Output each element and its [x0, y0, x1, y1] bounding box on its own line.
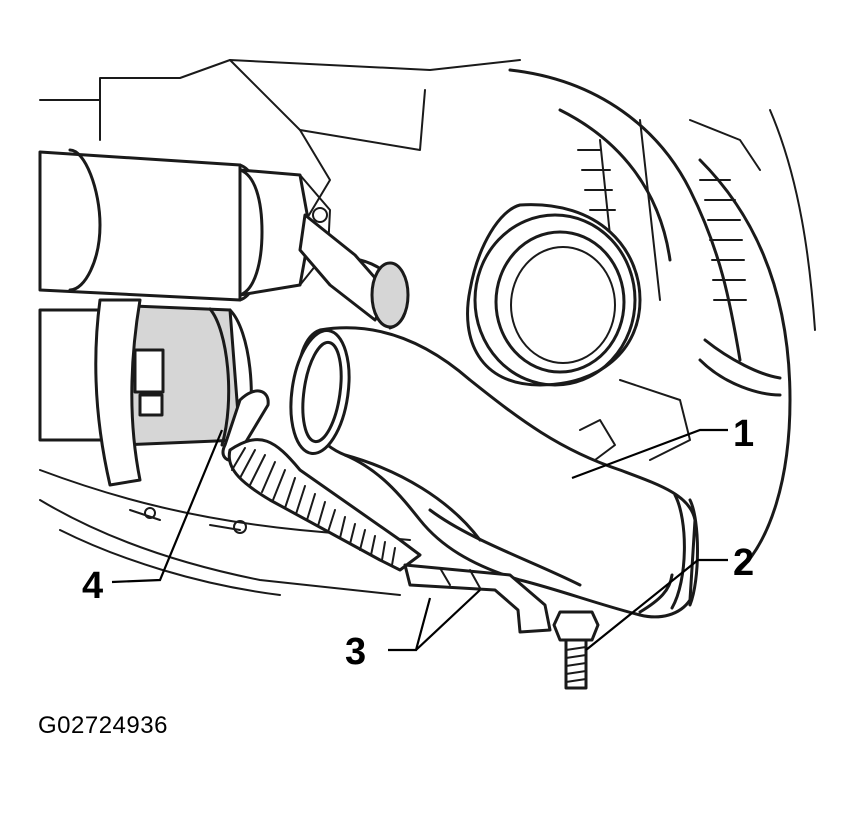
leader-line-1 [571, 428, 728, 480]
leader-line-2 [585, 558, 728, 651]
engine-background-structure [39, 59, 816, 596]
air-duct-part-1 [289, 326, 699, 619]
duct-opening [466, 203, 642, 387]
leader-line-3b [415, 589, 481, 651]
lower-hose-with-clamp [38, 298, 270, 487]
mounting-bracket-part-3 [403, 563, 552, 634]
callout-2: 2 [733, 542, 754, 584]
bolt-part-2 [552, 610, 600, 690]
figure-id: G02724936 [38, 712, 168, 739]
upper-intake-pipe [38, 148, 410, 330]
callout-4: 4 [82, 565, 103, 607]
callout-1: 1 [733, 413, 754, 455]
leader-lines [111, 428, 728, 652]
leader-line-4 [111, 429, 224, 584]
corrugated-flex-tube [227, 438, 422, 572]
callout-3: 3 [345, 631, 366, 673]
